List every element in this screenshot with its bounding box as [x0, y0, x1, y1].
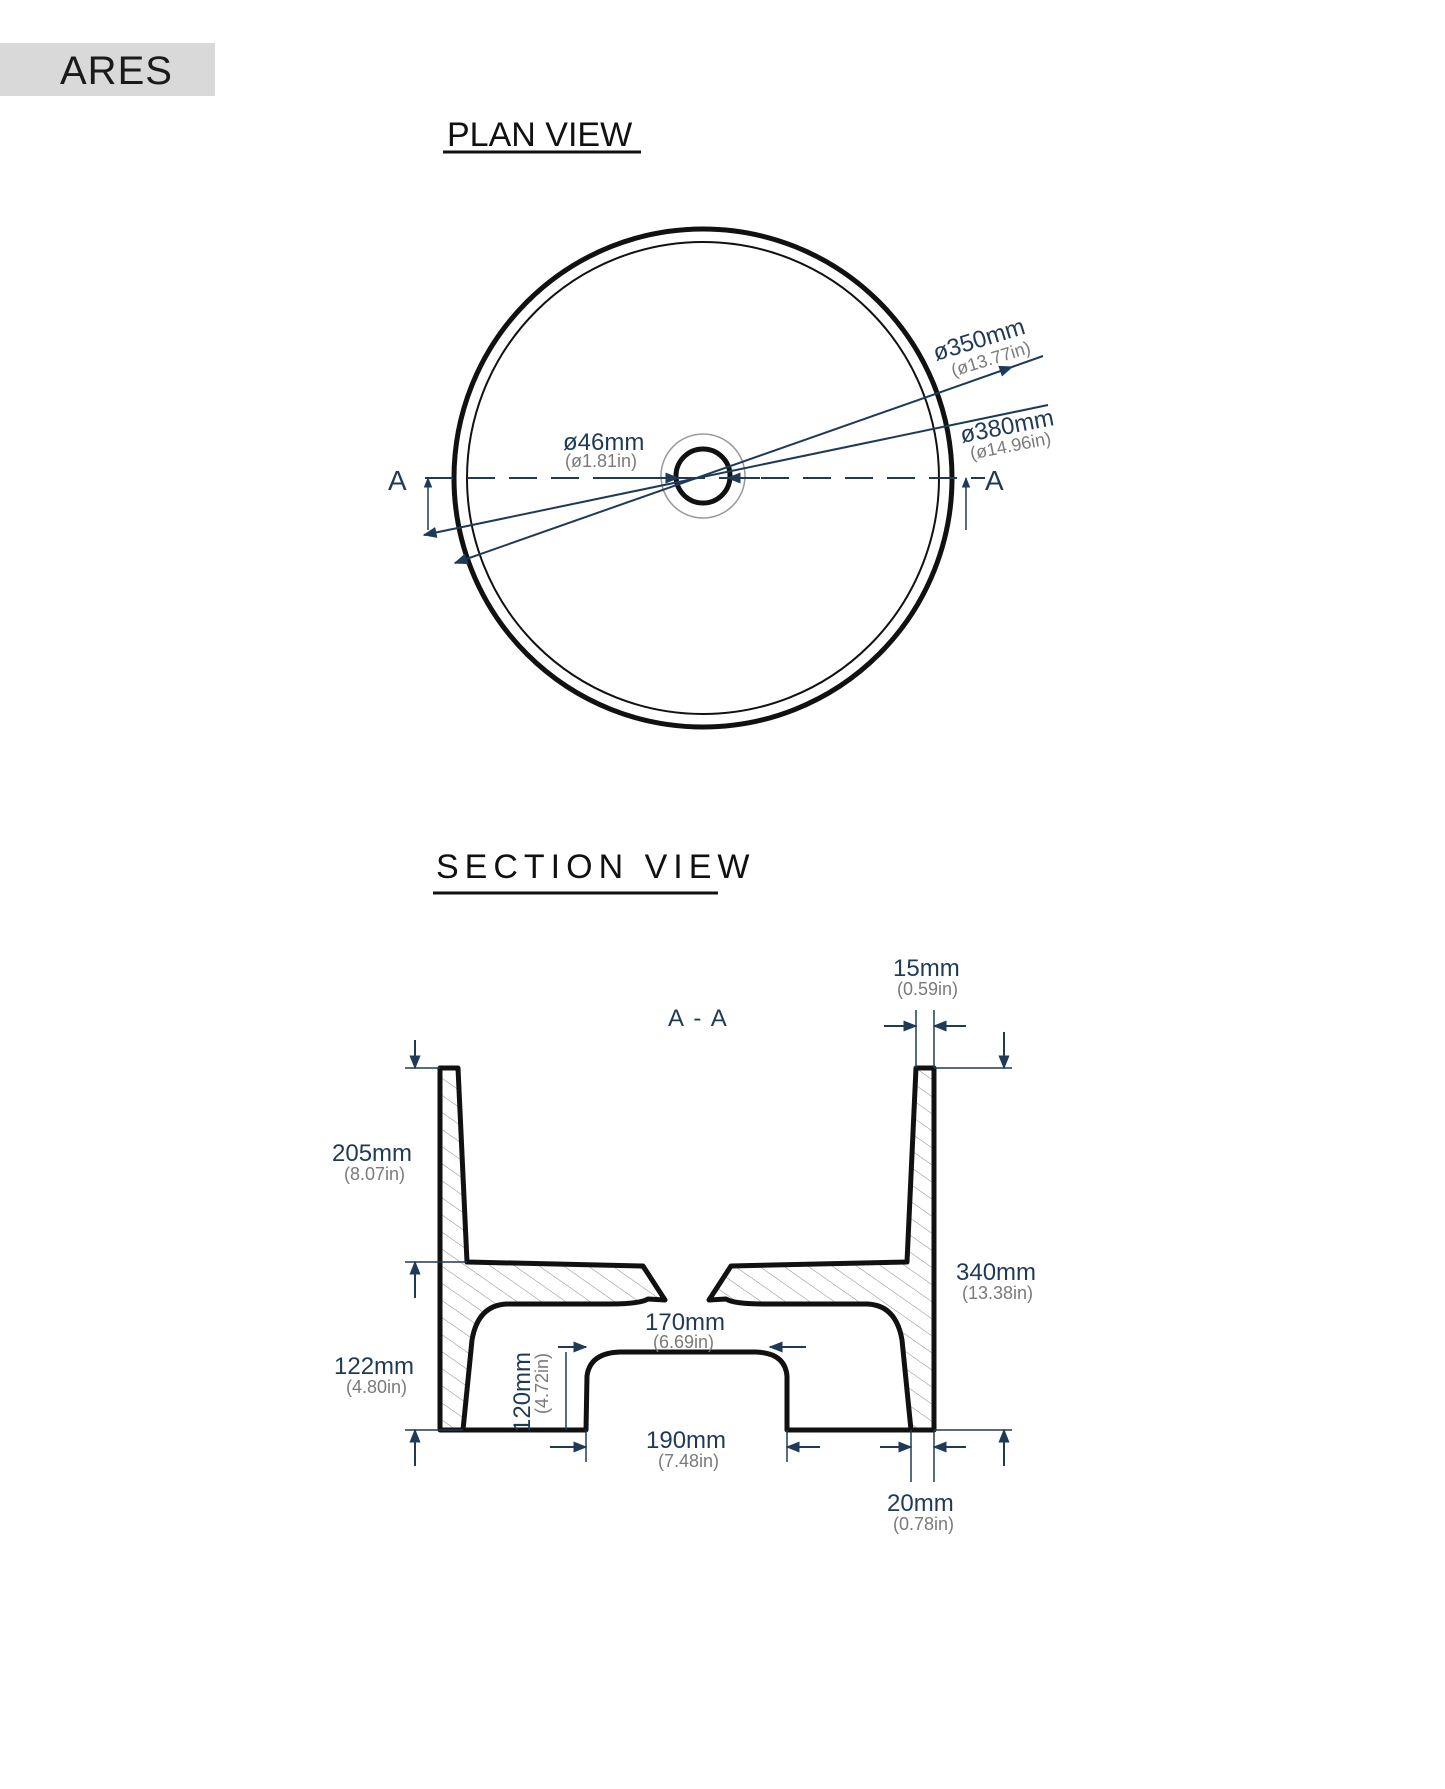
drain-dim-mm: ø46mm	[563, 429, 644, 456]
right-basin-wall	[706, 1065, 937, 1433]
inner-diameter-label: ø350mm (ø13.77in)	[930, 313, 1033, 380]
product-title: ARES	[60, 49, 173, 93]
foot-width-mm: 20mm	[887, 1490, 954, 1517]
basin-foot-profile	[463, 1349, 911, 1433]
pedestal-height-mm: 120mm	[509, 1352, 536, 1432]
wall-thickness-mm: 15mm	[893, 955, 960, 982]
left-basin-wall	[437, 1065, 668, 1433]
pedestal-height-in: (4.72in)	[532, 1353, 552, 1414]
section-mark-right: A	[985, 465, 1004, 496]
base-span-mm: 190mm	[646, 1427, 726, 1454]
wall-thickness-in: (0.59in)	[897, 979, 958, 999]
outer-diameter-line	[422, 404, 1049, 538]
base-span-in: (7.48in)	[658, 1451, 719, 1471]
top-span-mm: 170mm	[645, 1309, 725, 1336]
foot-width-in: (0.78in)	[893, 1514, 954, 1534]
pedestal-height-label: 120mm (4.72in)	[509, 1352, 552, 1432]
total-height-mm: 340mm	[956, 1259, 1036, 1286]
plan-view: PLAN VIEW A A ø46mm (ø1.81in) ø350mm (ø1…	[388, 116, 1056, 730]
plan-view-title: PLAN VIEW	[447, 116, 632, 154]
lower-height-in: (4.80in)	[346, 1377, 407, 1397]
section-view-title: SECTION VIEW	[436, 848, 755, 886]
inner-diameter-line	[453, 365, 1014, 565]
upper-height-mm: 205mm	[332, 1140, 412, 1167]
product-title-tab: ARES	[0, 43, 215, 96]
section-view: SECTION VIEW A - A 205mm (8.07in) 122mm …	[332, 848, 1036, 1534]
total-height-in: (13.38in)	[962, 1283, 1033, 1303]
upper-height-in: (8.07in)	[344, 1164, 405, 1184]
section-mark-left: A	[388, 465, 407, 496]
drain-dim-in: (ø1.81in)	[565, 451, 637, 471]
inner-diameter-leader	[1011, 355, 1044, 368]
section-label: A - A	[668, 1005, 729, 1032]
outer-diameter-label: ø380mm (ø14.96in)	[958, 404, 1056, 463]
lower-height-mm: 122mm	[334, 1353, 414, 1380]
top-span-in: (6.69in)	[653, 1332, 714, 1352]
